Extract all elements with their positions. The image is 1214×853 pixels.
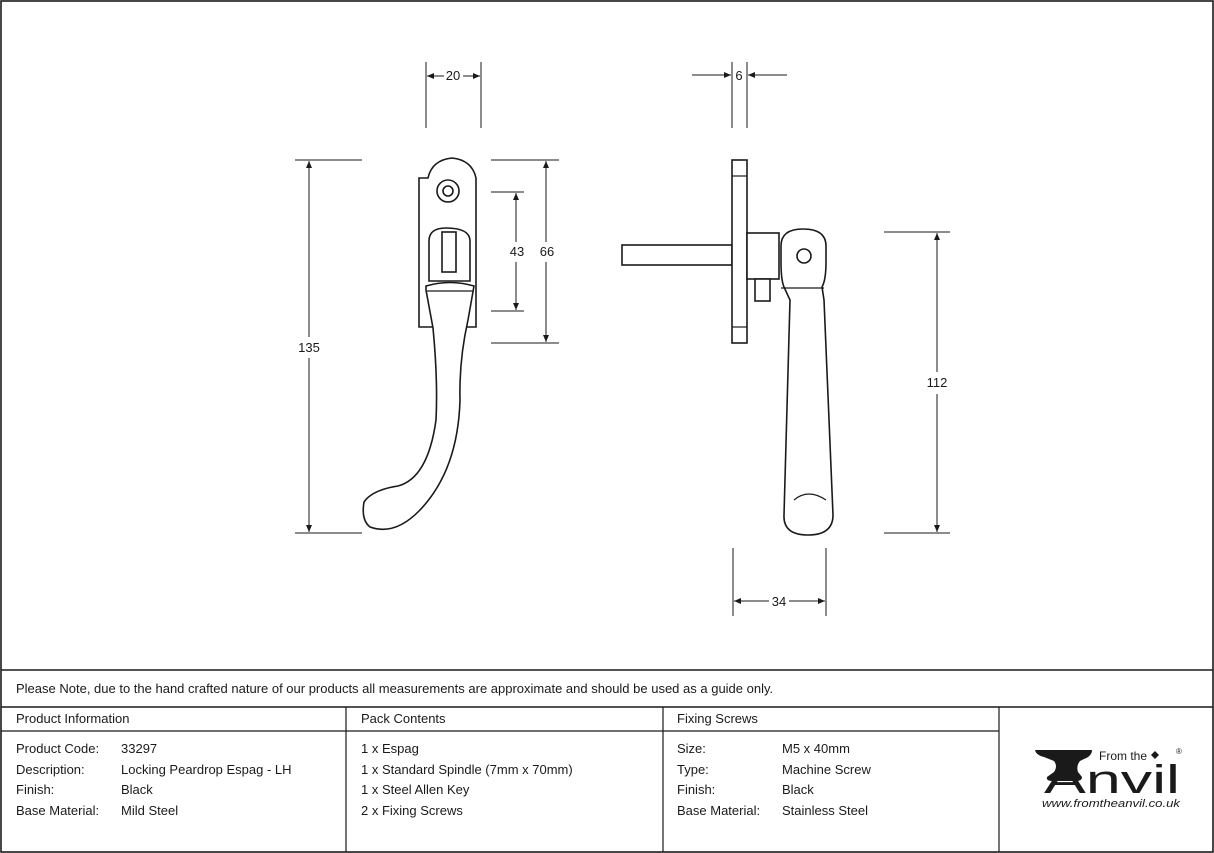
screw-finish-label: Finish: xyxy=(677,782,716,797)
side-dimensions xyxy=(692,62,950,616)
pack-item: 1 x Standard Spindle (7mm x 70mm) xyxy=(361,762,573,777)
screw-finish-value: Black xyxy=(782,782,814,797)
dim-projection: 34 xyxy=(772,594,786,609)
side-boss xyxy=(746,232,780,280)
screw-size-label: Size: xyxy=(677,741,706,756)
anvil-logo: From the ® Anvil www.fromtheanvil.co.uk xyxy=(1035,747,1182,810)
anvil-icon xyxy=(1035,750,1092,781)
side-backplate xyxy=(731,159,748,344)
base-material-value: Mild Steel xyxy=(121,803,179,818)
measurement-note: Please Note, due to the hand crafted nat… xyxy=(16,681,774,696)
spindle xyxy=(621,244,733,266)
dim-side-thickness: 6 xyxy=(735,68,742,83)
front-view-espag xyxy=(362,157,477,531)
logo-brand: Anvil xyxy=(1044,758,1180,802)
pack-item: 1 x Steel Allen Key xyxy=(361,782,470,797)
screw-material-value: Stainless Steel xyxy=(782,803,868,818)
screw-type-label: Type: xyxy=(677,762,709,777)
product-code-label: Product Code: xyxy=(16,741,100,756)
dim-backplate-height: 66 xyxy=(540,244,554,259)
dim-lever-length: 112 xyxy=(927,375,948,390)
screw-size-value: M5 x 40mm xyxy=(782,741,850,756)
finish-value: Black xyxy=(121,782,153,797)
side-view-espag xyxy=(621,159,834,536)
description-value: Locking Peardrop Espag - LH xyxy=(121,762,292,777)
front-dimensions xyxy=(295,62,559,534)
base-material-label: Base Material: xyxy=(16,803,100,818)
description-label: Description: xyxy=(16,762,85,777)
logo-from-the: From the xyxy=(1099,749,1147,763)
screw-type-value: Machine Screw xyxy=(782,762,871,777)
fixing-hole-inner xyxy=(442,185,454,197)
dim-front-height: 135 xyxy=(298,340,320,355)
logo-registered: ® xyxy=(1176,747,1182,756)
peardrop-lever xyxy=(362,281,475,531)
product-code-value: 33297 xyxy=(121,741,158,756)
pack-contents-header: Pack Contents xyxy=(361,711,446,726)
fixing-screws-header: Fixing Screws xyxy=(677,711,758,726)
dim-front-width: 20 xyxy=(446,68,460,83)
logo-url: www.fromtheanvil.co.uk xyxy=(1042,798,1181,810)
diamond-icon xyxy=(1151,751,1159,759)
pack-item: 1 x Espag xyxy=(361,741,419,756)
product-info-header: Product Information xyxy=(16,711,130,726)
finish-label: Finish: xyxy=(16,782,55,797)
screw-material-label: Base Material: xyxy=(677,803,761,818)
lock-stub xyxy=(754,278,771,302)
side-lever xyxy=(780,228,834,536)
dim-fixing-centres: 43 xyxy=(510,244,524,259)
lock-slot xyxy=(441,231,457,273)
pack-item: 2 x Fixing Screws xyxy=(361,803,463,818)
